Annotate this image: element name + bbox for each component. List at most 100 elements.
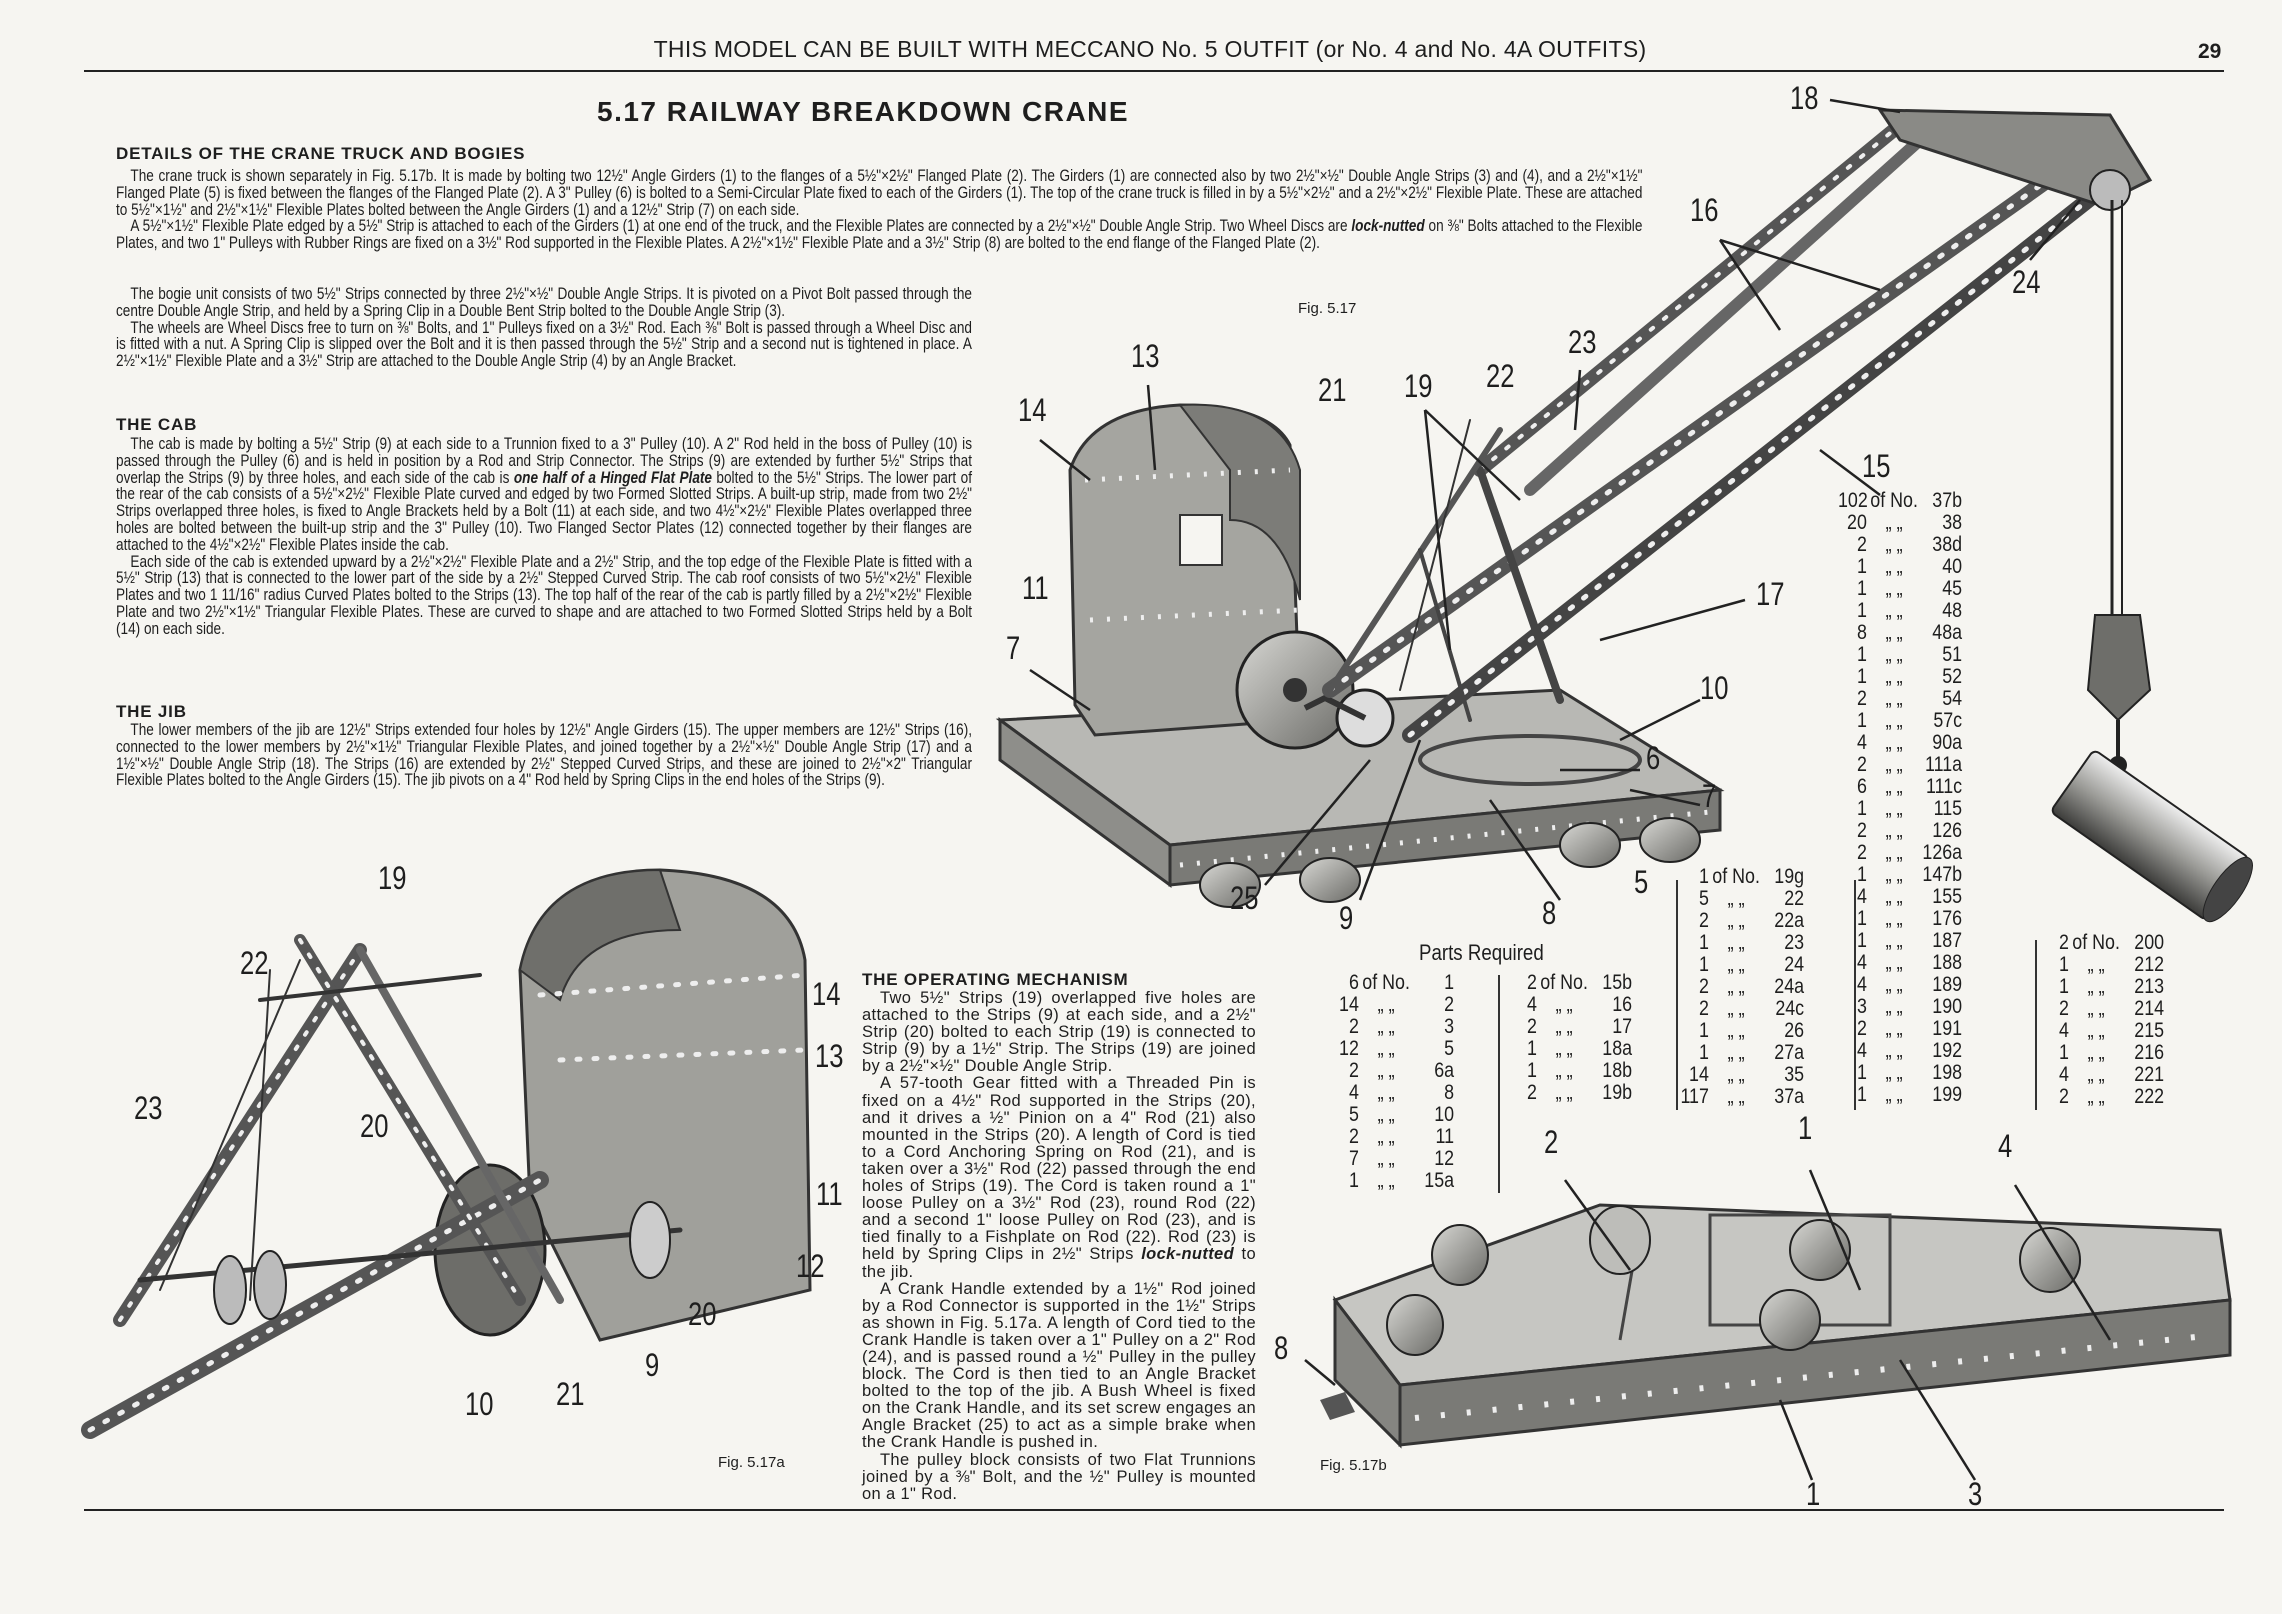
callout-b-1: 1 [1798, 1110, 1813, 1146]
part-number: 221 [2134, 1063, 2165, 1086]
of-no-label: „ „ [1885, 995, 1903, 1018]
of-no-label: „ „ [2087, 953, 2105, 976]
parts-row: 2„ „11 [1330, 1126, 1454, 1148]
part-number: 155 [1932, 885, 1963, 908]
callout-a-13: 13 [815, 1038, 844, 1074]
part-quantity: 2 [1526, 1015, 1537, 1038]
of-no-label: „ „ [1885, 1017, 1903, 1040]
part-number: 187 [1932, 929, 1963, 952]
of-no-label: „ „ [1377, 1147, 1395, 1170]
of-no-label: „ „ [1885, 643, 1903, 666]
parts-row: 1„ „212 [2040, 954, 2164, 976]
of-no-label: „ „ [1885, 709, 1903, 732]
footer-rule [84, 1509, 2224, 1511]
part-number: 18b [1602, 1059, 1633, 1082]
part-number: 10 [1434, 1103, 1455, 1126]
of-no-label: „ „ [2087, 975, 2105, 998]
parts-row: 5„ „10 [1330, 1104, 1454, 1126]
of-no-label: „ „ [1885, 863, 1903, 886]
callout-b-3: 3 [1968, 1476, 1983, 1512]
parts-row: 1„ „26 [1680, 1020, 1804, 1042]
jib-text: The lower members of the jib are 12½" St… [116, 721, 972, 789]
callout-a-21: 21 [556, 1376, 585, 1412]
of-no-label: „ „ [1885, 687, 1903, 710]
part-number: 15b [1602, 971, 1633, 994]
part-number: 200 [2134, 931, 2165, 954]
parts-divider [1498, 975, 1500, 1193]
callout-11: 11 [1022, 570, 1049, 606]
mechanism-paragraph-3: A Crank Handle extended by a 1½" Rod joi… [862, 1279, 1256, 1452]
part-number: 24 [1784, 953, 1805, 976]
part-quantity: 8 [1856, 621, 1867, 644]
parts-row: 1„ „216 [2040, 1042, 2164, 1064]
part-quantity: 7 [1348, 1147, 1359, 1170]
part-number: 189 [1932, 973, 1963, 996]
part-number: 12 [1434, 1147, 1455, 1170]
part-number: 191 [1932, 1017, 1963, 1040]
part-quantity: 1 [1698, 865, 1709, 888]
of-no-label: of No. [1540, 971, 1588, 994]
part-quantity: 2 [1856, 533, 1867, 556]
part-number: 24c [1775, 997, 1805, 1020]
part-number: 22a [1774, 909, 1805, 932]
parts-row: 1„ „45 [1838, 578, 1962, 600]
callout-24: 24 [2012, 264, 2041, 300]
part-number: 15a [1424, 1169, 1455, 1192]
part-quantity: 12 [1339, 1037, 1359, 1060]
of-no-label: „ „ [1885, 973, 1903, 996]
cab-heading: THE CAB [116, 415, 198, 434]
part-number: 52 [1942, 665, 1963, 688]
parts-row: 1„ „147b [1838, 864, 1962, 886]
part-quantity: 6 [1856, 775, 1867, 798]
callout-a-19: 19 [378, 860, 407, 896]
parts-row: 1„ „27a [1680, 1042, 1804, 1064]
part-number: 6a [1434, 1059, 1455, 1082]
parts-row: 2„ „22a [1680, 910, 1804, 932]
parts-row: 1„ „15a [1330, 1170, 1454, 1192]
parts-row: 1„ „115 [1838, 798, 1962, 820]
part-number: 111c [1926, 775, 1963, 798]
truck-paragraph-2: A 5½"×1½" Flexible Plate edged by a 5½" … [116, 216, 1642, 252]
of-no-label: „ „ [2087, 1085, 2105, 1108]
part-number: 190 [1932, 995, 1963, 1018]
part-quantity: 2 [1526, 971, 1537, 994]
part-quantity: 1 [1856, 709, 1867, 732]
of-no-label: „ „ [1727, 1041, 1745, 1064]
text: A 5½"×1½" Flexible Plate edged by a 5½" … [130, 216, 1352, 236]
parts-row: 1„ „23 [1680, 932, 1804, 954]
part-quantity: 14 [1339, 993, 1359, 1016]
of-no-label: „ „ [1377, 1103, 1395, 1126]
of-no-label: „ „ [1885, 885, 1903, 908]
callout-14: 14 [1018, 392, 1047, 428]
parts-row: 4„ „188 [1838, 952, 1962, 974]
part-quantity: 2 [1698, 997, 1709, 1020]
of-no-label: „ „ [1885, 1083, 1903, 1106]
part-number: 3 [1444, 1015, 1455, 1038]
part-quantity: 1 [1856, 797, 1867, 820]
part-quantity: 14 [1689, 1063, 1709, 1086]
callout-b-2: 2 [1544, 1124, 1559, 1160]
parts-row: 1„ „18a [1508, 1038, 1632, 1060]
of-no-label: „ „ [1885, 819, 1903, 842]
part-number: 199 [1932, 1083, 1963, 1106]
callout-a-20: 20 [360, 1108, 389, 1144]
part-quantity: 1 [1856, 599, 1867, 622]
part-quantity: 6 [1348, 971, 1359, 994]
of-no-label: „ „ [1377, 1015, 1395, 1038]
part-number: 54 [1942, 687, 1963, 710]
parts-row: 1„ „187 [1838, 930, 1962, 952]
callout-b-1b: 1 [1806, 1476, 1821, 1512]
parts-divider [1854, 880, 1856, 1110]
part-quantity: 3 [1856, 995, 1867, 1018]
part-number: 35 [1784, 1063, 1805, 1086]
callout-25: 25 [1230, 880, 1259, 916]
part-number: 2 [1444, 993, 1455, 1016]
part-number: 213 [2134, 975, 2165, 998]
part-number: 37a [1774, 1085, 1805, 1108]
part-number: 176 [1932, 907, 1963, 930]
part-number: 26 [1784, 1019, 1805, 1042]
parts-row: 20„ „38 [1838, 512, 1962, 534]
